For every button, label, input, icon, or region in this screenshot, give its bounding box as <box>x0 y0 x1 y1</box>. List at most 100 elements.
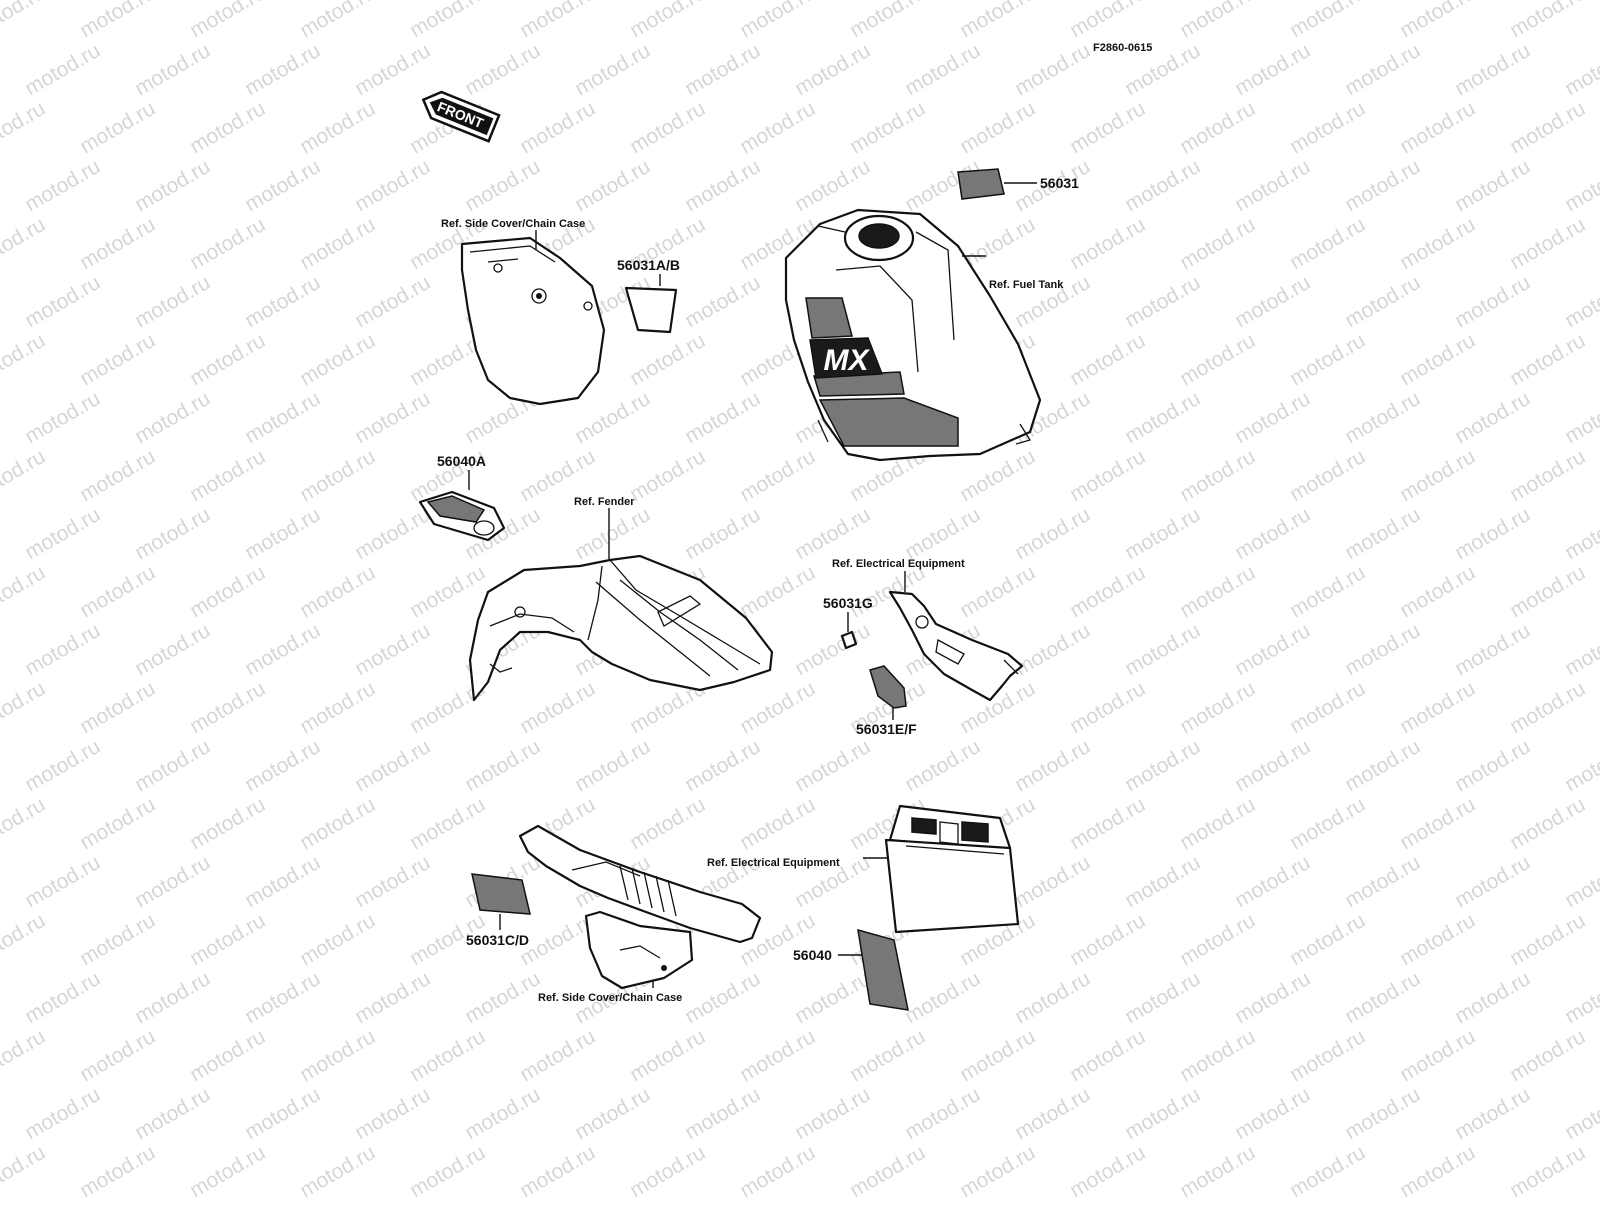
watermark-text: motod.ru <box>296 0 379 42</box>
watermark-text: motod.ru <box>571 503 654 564</box>
watermark-text: motod.ru <box>21 1083 104 1144</box>
watermark-text: motod.ru <box>1396 445 1479 506</box>
watermark-text: motod.ru <box>1341 503 1424 564</box>
watermark-text: motod.ru <box>1396 793 1479 854</box>
watermark-text: motod.ru <box>1561 1083 1600 1144</box>
watermark-text: motod.ru <box>1451 851 1534 912</box>
watermark-text: motod.ru <box>1561 387 1600 448</box>
watermark-text: motod.ru <box>956 97 1039 158</box>
watermark-text: motod.ru <box>516 1141 599 1200</box>
watermark-text: motod.ru <box>131 851 214 912</box>
watermark-text: motod.ru <box>681 735 764 796</box>
watermark-text: motod.ru <box>1066 1141 1149 1200</box>
watermark-text: motod.ru <box>1396 213 1479 274</box>
watermark-text: motod.ru <box>296 445 379 506</box>
watermark-text: motod.ru <box>0 1141 49 1200</box>
label-56031g: 56031G <box>823 595 873 611</box>
watermark-text: motod.ru <box>351 1083 434 1144</box>
watermark-text: motod.ru <box>1011 1083 1094 1144</box>
watermark-text: motod.ru <box>1561 735 1600 796</box>
watermark-text: motod.ru <box>681 39 764 100</box>
watermark-text: motod.ru <box>1506 445 1589 506</box>
watermark-text: motod.ru <box>791 967 874 1028</box>
label-side-cover-top: Ref. Side Cover/Chain Case <box>441 218 585 230</box>
watermark-text: motod.ru <box>846 1141 929 1200</box>
watermark-text: motod.ru <box>76 793 159 854</box>
watermark-text: motod.ru <box>186 793 269 854</box>
watermark-text: motod.ru <box>791 1083 874 1144</box>
watermark-text: motod.ru <box>1066 0 1149 42</box>
label-fuel-tank: Ref. Fuel Tank <box>989 279 1064 291</box>
side-cover-part <box>460 236 606 406</box>
watermark-text: motod.ru <box>351 967 434 1028</box>
watermark-text: motod.ru <box>1506 329 1589 390</box>
watermark-text: motod.ru <box>0 213 49 274</box>
watermark-text: motod.ru <box>1561 155 1600 216</box>
watermark-text: motod.ru <box>1066 909 1149 970</box>
watermark-text: motod.ru <box>21 155 104 216</box>
watermark-text: motod.ru <box>186 445 269 506</box>
watermark-text: motod.ru <box>131 155 214 216</box>
watermark-text: motod.ru <box>626 1025 709 1086</box>
watermark-text: motod.ru <box>296 1025 379 1086</box>
decal-56031ab <box>624 286 678 334</box>
decal-56031cd <box>471 873 531 915</box>
watermark-text: motod.ru <box>21 39 104 100</box>
watermark-text: motod.ru <box>1341 851 1424 912</box>
watermark-text: motod.ru <box>1286 213 1369 274</box>
watermark-text: motod.ru <box>736 793 819 854</box>
watermark-text: motod.ru <box>1121 155 1204 216</box>
watermark-text: motod.ru <box>1286 0 1369 42</box>
watermark-text: motod.ru <box>351 387 434 448</box>
chain-case-part <box>518 824 762 990</box>
watermark-text: motod.ru <box>1286 1141 1369 1200</box>
decal-56040 <box>857 928 909 1011</box>
watermark-text: motod.ru <box>1396 1025 1479 1086</box>
watermark-text: motod.ru <box>1451 155 1534 216</box>
watermark-text: motod.ru <box>186 329 269 390</box>
watermark-text: motod.ru <box>1506 909 1589 970</box>
watermark-text: motod.ru <box>736 1025 819 1086</box>
watermark-text: motod.ru <box>1011 503 1094 564</box>
watermark-text: motod.ru <box>1121 271 1204 332</box>
watermark-text: motod.ru <box>0 561 49 622</box>
watermark-text: motod.ru <box>681 387 764 448</box>
watermark-text: motod.ru <box>736 0 819 42</box>
watermark-text: motod.ru <box>1451 503 1534 564</box>
watermark-text: motod.ru <box>1341 155 1424 216</box>
watermark-text: motod.ru <box>1341 619 1424 680</box>
decal-56031 <box>957 168 1005 200</box>
watermark-text: motod.ru <box>1121 387 1204 448</box>
watermark-text: motod.ru <box>736 445 819 506</box>
watermark-text: motod.ru <box>1506 1025 1589 1086</box>
watermark-text: motod.ru <box>1561 39 1600 100</box>
watermark-text: motod.ru <box>1231 619 1314 680</box>
watermark-text: motod.ru <box>681 967 764 1028</box>
watermark-text: motod.ru <box>1231 387 1314 448</box>
watermark-text: motod.ru <box>791 155 874 216</box>
watermark-text: motod.ru <box>516 1025 599 1086</box>
watermark-text: motod.ru <box>406 0 489 42</box>
label-electrical-top: Ref. Electrical Equipment <box>832 558 965 570</box>
watermark-text: motod.ru <box>241 735 324 796</box>
watermark-text: motod.ru <box>351 735 434 796</box>
watermark-text: motod.ru <box>21 503 104 564</box>
watermark-text: motod.ru <box>1011 851 1094 912</box>
watermark-text: motod.ru <box>626 1141 709 1200</box>
watermark-text: motod.ru <box>901 967 984 1028</box>
watermark-text: motod.ru <box>1231 1083 1314 1144</box>
watermark-text: motod.ru <box>1561 851 1600 912</box>
watermark-text: motod.ru <box>1341 39 1424 100</box>
watermark-text: motod.ru <box>131 735 214 796</box>
watermark-text: motod.ru <box>626 0 709 42</box>
watermark-text: motod.ru <box>1176 909 1259 970</box>
watermark-text: motod.ru <box>1506 97 1589 158</box>
watermark-text: motod.ru <box>461 39 544 100</box>
watermark-text: motod.ru <box>186 1141 269 1200</box>
watermark-text: motod.ru <box>241 619 324 680</box>
watermark-text: motod.ru <box>1341 735 1424 796</box>
watermark-text: motod.ru <box>1231 155 1314 216</box>
watermark-text: motod.ru <box>791 619 874 680</box>
